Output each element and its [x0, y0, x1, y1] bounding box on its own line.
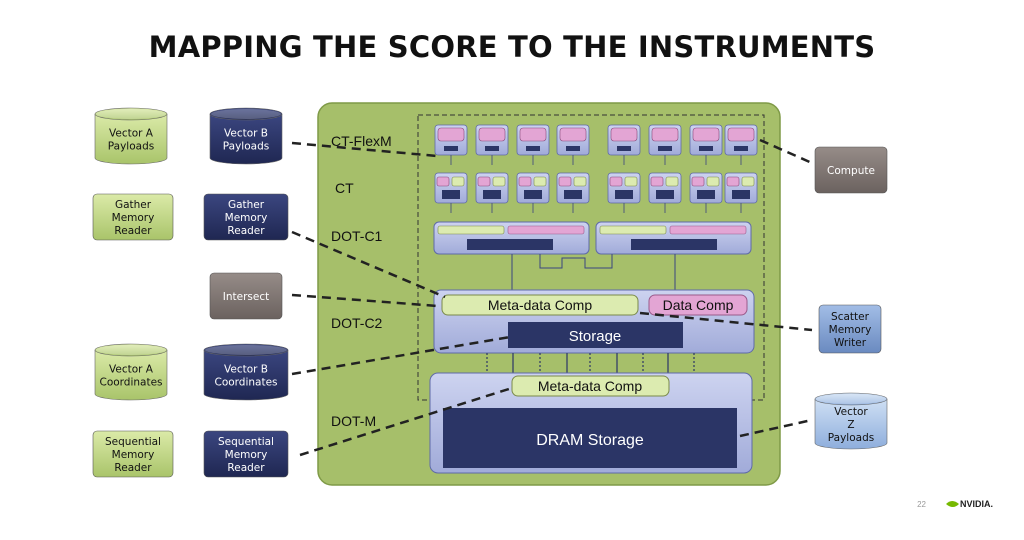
nvidia-eye-icon: [946, 501, 959, 507]
sequential-memory-reader-b-label: Memory: [225, 449, 268, 461]
ct-tile: [556, 124, 590, 156]
gather-memory-reader-b-label: Reader: [227, 225, 265, 237]
meta-data-comp-c2: [441, 294, 639, 316]
ct-tile: [689, 124, 723, 156]
scatter-memory-writer-label: Scatter: [831, 311, 870, 323]
dram-storage-block: [443, 408, 737, 468]
storage-block: [508, 322, 683, 348]
scatter-memory-writer-label: Writer: [834, 337, 867, 349]
vector-a-payloads-label: Payloads: [108, 141, 154, 153]
intersect-label: Intersect: [223, 291, 269, 303]
sequential-memory-reader-a-label: Memory: [112, 449, 155, 461]
nvidia-logo: NVIDIA.: [946, 499, 993, 509]
vector-b-payloads-label: Payloads: [223, 141, 269, 153]
mapping-lines: [291, 138, 813, 457]
slide-title: MAPPING THE SCORE TO THE INSTRUMENTS: [148, 30, 876, 64]
vector-b-payloads-label: Vector B: [224, 128, 268, 140]
sequential-memory-reader-a-label: Sequential: [105, 436, 161, 448]
meta-data-comp-m-label: Meta-data Comp: [538, 378, 642, 394]
compute: Compute: [814, 146, 888, 194]
intersect: Intersect: [209, 272, 283, 320]
ct-tile: [607, 124, 641, 156]
ct-tile: [516, 172, 550, 204]
meta-data-comp-c2-label: Meta-data Comp: [488, 297, 592, 313]
gather-memory-reader-a-label: Memory: [112, 212, 155, 224]
sequential-memory-reader-b-label: Reader: [227, 462, 265, 474]
ct-tile: [724, 172, 758, 204]
compute-label: Compute: [827, 165, 875, 177]
label-dot-m: DOT-M: [331, 413, 376, 429]
gather-memory-reader-b-label: Memory: [225, 212, 268, 224]
label-dot-c1: DOT-C1: [331, 228, 383, 244]
label-ct-flexm: CT-FlexM: [331, 133, 392, 149]
label-ct: CT: [335, 180, 354, 196]
ct-tile: [648, 172, 682, 204]
vector-a-payloads-label: Vector A: [109, 128, 154, 140]
ct-tile-grid: [434, 124, 758, 213]
data-comp-block: [648, 294, 748, 316]
meta-data-comp-m: [511, 375, 670, 397]
gather-memory-reader-b-label: Gather: [228, 199, 265, 211]
gather-memory-reader-a-label: Reader: [114, 225, 152, 237]
vector-a-coordinates-label: Vector A: [109, 364, 154, 376]
storage-label: Storage: [569, 328, 622, 345]
data-comp-label: Data Comp: [663, 297, 734, 313]
sequential-memory-reader-a-label: Reader: [114, 462, 152, 474]
logo-text: NVIDIA.: [960, 499, 993, 509]
scatter-memory-writer-label: Memory: [829, 324, 872, 336]
c1-c2-connectors: [511, 254, 676, 290]
vector-b-coordinates-label: Vector B: [224, 364, 268, 376]
page-number: 22: [917, 500, 926, 509]
vector-z-payloads-label: Payloads: [828, 432, 874, 444]
dot-c1-right: [595, 221, 752, 255]
ct-tile: [475, 124, 509, 156]
ct-tile: [556, 172, 590, 204]
dram-storage-label: DRAM Storage: [536, 432, 644, 449]
ct-tile: [434, 172, 468, 204]
ct-tile: [516, 124, 550, 156]
ct-tile: [689, 172, 723, 204]
ct-tile: [434, 124, 468, 156]
vector-a-coordinates-label: Coordinates: [99, 377, 162, 389]
c2-m-bus-lines: [486, 353, 695, 373]
vector-b-coordinates-label: Coordinates: [214, 377, 277, 389]
ct-tile: [648, 124, 682, 156]
vector-z-payloads-label: Vector: [834, 406, 868, 418]
dot-c1-left: [433, 221, 590, 255]
ct-tile: [724, 124, 758, 156]
label-dot-c2: DOT-C2: [331, 315, 383, 331]
gather-memory-reader-a-label: Gather: [115, 199, 152, 211]
ct-tile: [475, 172, 509, 204]
sequential-memory-reader-b-label: Sequential: [218, 436, 274, 448]
ct-tile: [607, 172, 641, 204]
vector-z-payloads-label: Z: [847, 419, 854, 431]
